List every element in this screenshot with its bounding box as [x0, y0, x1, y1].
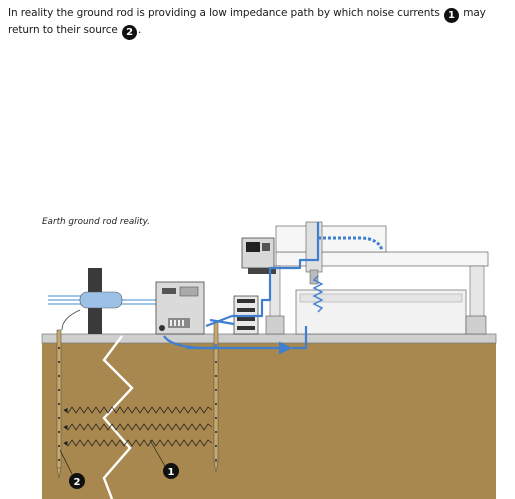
label-2-text: 2 [74, 477, 81, 488]
intro-paragraph: In reality the ground rod is providing a… [8, 6, 513, 40]
earth-noise-currents [59, 406, 213, 447]
intro-text-part3: . [138, 24, 142, 36]
marker-2-badge: 2 [122, 25, 138, 40]
gantry-machine [241, 221, 489, 335]
floor-slab [41, 333, 497, 344]
intro-text-part2: may return to their source [8, 7, 486, 36]
label-1-badge: 1 [163, 463, 179, 479]
label-2-leader [59, 449, 73, 475]
cable-carrier [318, 236, 384, 251]
utility-pole [48, 268, 156, 334]
noise-current-path [163, 222, 320, 355]
label-2-badge: 2 [69, 473, 85, 489]
soil-break-line [102, 335, 134, 499]
marker-1-badge: 1 [443, 8, 459, 23]
ground-rod-left [56, 329, 62, 479]
earth-soil [42, 342, 496, 499]
intro-text-part1: In reality the ground rod is providing a… [8, 7, 440, 19]
figure-caption: Earth ground rod reality. [42, 217, 150, 227]
ground-spring [312, 275, 324, 313]
label-1-text: 1 [168, 467, 175, 478]
label-1-leader [149, 439, 167, 469]
control-box [155, 281, 205, 335]
